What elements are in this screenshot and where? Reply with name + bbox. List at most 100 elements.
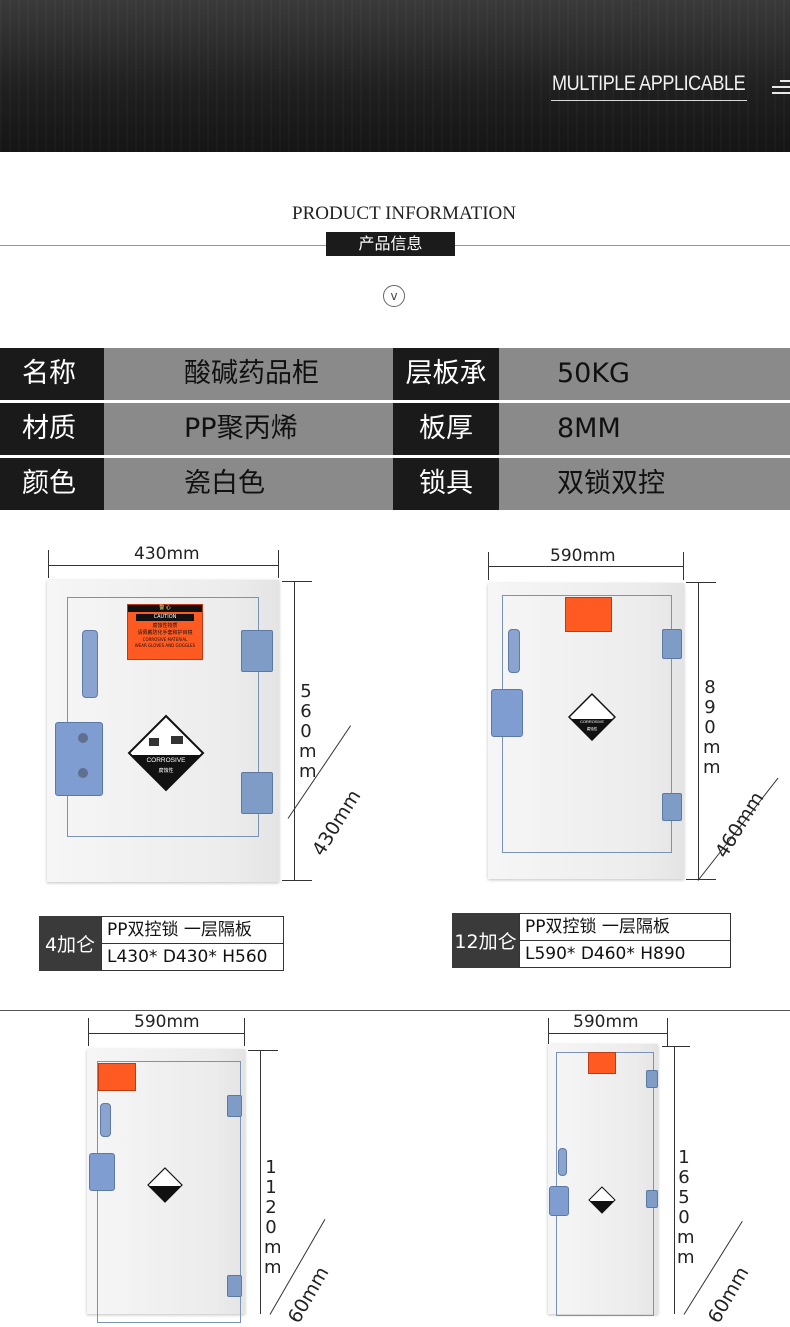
corrosive-diamond-icon <box>588 1186 616 1214</box>
lock-keyhole <box>78 768 88 778</box>
height-char: 0 <box>265 1217 277 1238</box>
height-char: m <box>299 741 317 762</box>
height-char: 0 <box>300 721 312 742</box>
hero-underline <box>551 100 747 101</box>
dimension-tick <box>88 1018 89 1046</box>
height-char: 2 <box>265 1197 277 1218</box>
spec-key: 材质 <box>0 403 104 455</box>
dimension-tick <box>248 1050 278 1051</box>
height-char: m <box>703 737 721 758</box>
spec-line-2: L430* D430* H560 <box>107 947 268 967</box>
section-divider <box>0 1010 790 1011</box>
dimension-tick <box>282 581 312 582</box>
dimension-tick <box>667 1018 668 1046</box>
dimension-tick <box>244 1018 245 1046</box>
caution-label-cn: 腐蚀性物质 <box>152 623 178 629</box>
height-char: 1 <box>265 1177 277 1198</box>
door-lock[interactable] <box>491 689 523 737</box>
product-spec-box: 4加仑 PP双控锁 一层隔板 L430* D430* H560 <box>39 916 284 971</box>
door-lock[interactable] <box>89 1153 115 1191</box>
hinge <box>662 793 682 821</box>
spec-rows: PP双控锁 一层隔板 L590* D460* H890 <box>519 913 731 968</box>
dimension-tick <box>686 582 716 583</box>
spec-value: 酸碱药品柜 <box>104 348 393 400</box>
door-handle[interactable] <box>508 629 520 673</box>
info-subtitle: 产品信息 <box>326 232 455 256</box>
width-dimension-line <box>488 566 683 567</box>
height-dimension-line <box>260 1050 261 1314</box>
height-label: 1 1 2 0 m m <box>264 1157 282 1278</box>
height-label: 5 6 0 m m <box>299 681 317 782</box>
depth-label: 430mm <box>307 786 366 860</box>
width-label: 590mm <box>134 1012 200 1032</box>
cabinet-door <box>67 597 259 837</box>
width-dimension-line <box>548 1033 668 1034</box>
spec-key: 锁具 <box>393 458 499 510</box>
door-handle[interactable] <box>82 630 98 698</box>
spec-rows: PP双控锁 一层隔板 L430* D430* H560 <box>101 916 284 971</box>
door-handle[interactable] <box>558 1148 567 1176</box>
depth-label: 460mm <box>710 788 769 862</box>
info-title: PRODUCT INFORMATION <box>292 203 516 224</box>
cabinet-body: CORROSIVE 腐蚀性 <box>488 583 684 879</box>
menu-icon[interactable] <box>772 80 790 98</box>
caution-label-cn2: 请佩戴防化手套和护目镜 <box>137 630 193 636</box>
width-label: 430mm <box>134 544 200 564</box>
caution-label <box>98 1063 136 1091</box>
width-dimension-line <box>48 565 279 566</box>
hero-title: MULTIPLE APPLICABLE <box>552 72 746 95</box>
height-char: 0 <box>678 1207 690 1228</box>
spec-value: 双锁双控 <box>499 458 790 510</box>
height-char: 1 <box>265 1157 277 1178</box>
cabinet-door <box>556 1052 654 1316</box>
height-char: m <box>264 1237 282 1258</box>
width-dimension-line <box>88 1033 244 1034</box>
hinge <box>662 629 682 659</box>
spec-value: 瓷白色 <box>104 458 393 510</box>
spec-key: 板厚 <box>393 403 499 455</box>
chevron-down-icon[interactable]: v <box>383 285 405 307</box>
width-label: 590mm <box>550 546 616 566</box>
spec-key: 层板承重 <box>393 348 499 441</box>
height-char: 6 <box>678 1167 690 1188</box>
dimension-tick <box>548 1018 549 1046</box>
hinge <box>646 1070 658 1088</box>
height-char: 1 <box>678 1147 690 1168</box>
height-char: 6 <box>300 701 312 722</box>
spec-key: 名称 <box>0 348 104 400</box>
corrosive-diamond-icon <box>147 1167 183 1203</box>
height-char: 9 <box>704 697 716 718</box>
dimension-tick <box>278 550 279 578</box>
cabinet-body <box>548 1044 658 1316</box>
dimension-tick <box>683 552 684 580</box>
height-dimension-line <box>674 1046 675 1314</box>
spec-key: 颜色 <box>0 458 104 510</box>
cabinet-body: 警 心 CAUTION 腐蚀性物质 请佩戴防化手套和护目镜 CORROSIVE … <box>47 580 279 882</box>
hinge <box>241 772 273 814</box>
door-lock[interactable] <box>55 722 103 796</box>
dimension-tick <box>686 879 716 880</box>
hinge <box>646 1190 658 1208</box>
spec-row: 颜色 瓷白色 锁具 双锁双控 <box>0 458 790 510</box>
dimension-tick <box>48 550 49 578</box>
door-handle[interactable] <box>100 1103 111 1137</box>
caution-label <box>588 1052 616 1074</box>
height-char: m <box>264 1257 282 1278</box>
height-char: 0 <box>704 717 716 738</box>
spec-value: PP聚丙烯 <box>104 403 393 455</box>
height-char: 5 <box>300 681 312 702</box>
diamond-cn: 腐蚀性 <box>158 767 173 774</box>
caution-label: 警 心 CAUTION 腐蚀性物质 请佩戴防化手套和护目镜 CORROSIVE … <box>127 604 203 660</box>
height-char: 5 <box>678 1187 690 1208</box>
door-lock[interactable] <box>549 1186 569 1216</box>
caution-label-word: CAUTION <box>136 614 194 621</box>
corrosive-diamond-icon: CORROSIVE 腐蚀性 <box>568 693 616 741</box>
dimension-tick <box>488 552 489 580</box>
hinge <box>227 1275 242 1297</box>
depth-label: 60mm <box>283 1262 334 1327</box>
width-label: 590mm <box>573 1012 639 1032</box>
spec-value: 50KG <box>499 348 790 400</box>
height-dimension-line <box>698 582 699 880</box>
diamond-text: CORROSIVE <box>580 719 604 724</box>
caution-label-en2: WEAR GLOVES AND GOGGLES <box>134 643 196 648</box>
